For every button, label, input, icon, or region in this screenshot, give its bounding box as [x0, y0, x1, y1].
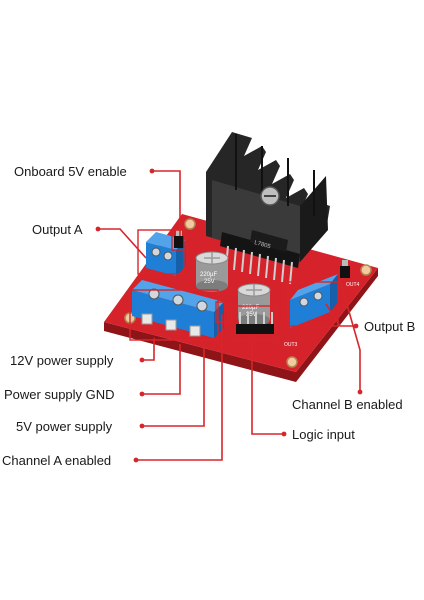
label-5v-power-supply: 5V power supply	[16, 419, 113, 434]
cap-1-voltage: 25V	[204, 279, 215, 285]
terminal-output-b	[290, 274, 338, 328]
jumper-channel-b	[340, 260, 350, 278]
cap-2-value: 220µF	[242, 305, 259, 311]
callout-output-b	[325, 303, 356, 327]
callout-onboard-5v	[152, 170, 181, 236]
mount-hole	[184, 218, 196, 230]
voltage-regulator: L7805	[250, 230, 288, 252]
callout-channel-b	[339, 279, 361, 392]
regulator-label: L7805	[253, 240, 271, 250]
label-onboard-5v-enable: Onboard 5V enable	[14, 164, 127, 179]
mount-hole	[360, 264, 372, 276]
callout-gnd	[142, 344, 181, 395]
label-power-supply-gnd: Power supply GND	[4, 387, 115, 402]
mount-hole	[286, 356, 298, 368]
silk-out3: OUT3	[284, 342, 298, 348]
label-output-a: Output A	[32, 222, 83, 237]
capacitor-2: 220µF 25V	[237, 283, 271, 326]
terminal-power	[132, 280, 224, 338]
callout-logic	[251, 342, 284, 435]
callout-12v	[142, 338, 155, 361]
callout-5v	[142, 348, 205, 427]
label-12v-power-supply: 12V power supply	[10, 353, 114, 368]
callout-channel-a	[136, 314, 223, 461]
board-edge	[104, 268, 378, 382]
callout-lines	[98, 170, 361, 461]
label-output-b: Output B	[364, 319, 416, 334]
driver-ic	[220, 232, 300, 285]
callout-output-a	[98, 228, 147, 259]
logic-input-header	[236, 312, 274, 334]
label-channel-a-enabled: Channel A enabled	[2, 453, 112, 468]
capacitor-1: 220µF 25V	[195, 251, 229, 292]
silk-out4: OUT4	[346, 282, 360, 288]
label-logic-input: Logic input	[292, 427, 355, 442]
callout-dots	[95, 168, 363, 463]
cap-2-voltage: 25V	[246, 312, 257, 318]
label-channel-b-enabled: Channel B enabled	[292, 397, 403, 412]
jumper-5v-enable	[174, 230, 184, 248]
cap-1-value: 220µF	[200, 272, 217, 278]
